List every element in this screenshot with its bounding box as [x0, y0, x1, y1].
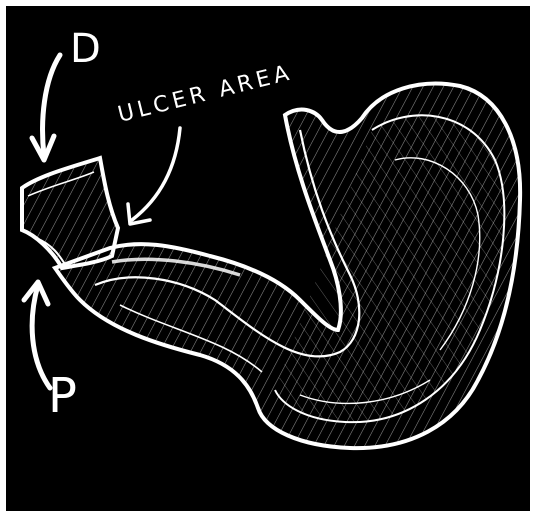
- ulcer-arrow: [128, 128, 180, 224]
- duodenum-section: [22, 158, 118, 268]
- stomach-outline: [55, 84, 520, 449]
- duodenum-arrow: [32, 55, 60, 160]
- label-pylorus: P: [48, 368, 77, 424]
- label-duodenum: D: [70, 26, 101, 72]
- pylorus-arrow: [24, 282, 50, 388]
- label-ulcer-area: ULCER AREA: [115, 60, 295, 128]
